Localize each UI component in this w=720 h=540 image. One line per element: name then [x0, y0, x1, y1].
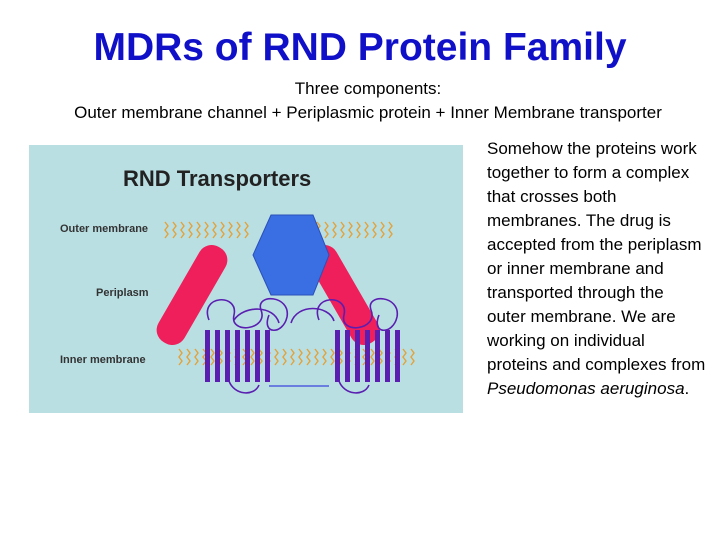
outer-membrane-label: Outer membrane	[60, 223, 148, 235]
lipid	[178, 348, 183, 366]
description-text: Somehow the proteins work together to fo…	[487, 137, 707, 401]
description-end: .	[684, 379, 690, 398]
lipid	[372, 221, 377, 239]
lipid	[236, 221, 241, 239]
transmembrane-helix	[265, 330, 270, 382]
transmembrane-helix	[205, 330, 210, 382]
lipid	[330, 348, 335, 366]
lipid	[364, 221, 369, 239]
lipid	[290, 348, 295, 366]
description-main: Somehow the proteins work together to fo…	[487, 139, 706, 374]
transmembrane-helix	[245, 330, 250, 382]
lipid	[370, 348, 375, 366]
subtitle-line-2: Outer membrane channel + Periplasmic pro…	[74, 103, 662, 122]
lipid	[380, 221, 385, 239]
periplasmic-protein-right	[308, 244, 380, 346]
transporter-loops-left	[206, 297, 288, 332]
lipid	[298, 348, 303, 366]
cytoplasmic-loop-left	[228, 380, 260, 394]
lipid	[204, 221, 209, 239]
lipid	[332, 221, 337, 239]
transmembrane-helix	[225, 330, 230, 382]
lipid	[356, 221, 361, 239]
outer-membrane-lipids	[164, 221, 393, 239]
subtitle-line-1: Three components:	[294, 79, 442, 98]
lipid	[244, 221, 249, 239]
transmembrane-helix	[365, 330, 370, 382]
lipid	[322, 348, 327, 366]
transmembrane-helix	[255, 330, 260, 382]
rnd-transporter-diagram: RND Transporters Outer membrane Periplas…	[29, 145, 463, 413]
lipid	[402, 348, 407, 366]
transmembrane-helix	[345, 330, 350, 382]
transporter-loops-centre	[233, 308, 280, 324]
periplasmic-protein-left	[156, 244, 228, 346]
transmembrane-helix	[215, 330, 220, 382]
outer-membrane-channel	[252, 214, 330, 296]
cytoplasmic-loop-right	[338, 380, 370, 394]
lipid	[194, 348, 199, 366]
species-name: Pseudomonas aeruginosa	[487, 379, 685, 398]
lipid	[306, 348, 311, 366]
transmembrane-helix	[355, 330, 360, 382]
lipid	[180, 221, 185, 239]
transmembrane-helix	[385, 330, 390, 382]
transmembrane-helix	[335, 330, 340, 382]
lipid	[164, 221, 169, 239]
lipid	[340, 221, 345, 239]
lipid	[186, 348, 191, 366]
transporter-loops-centre-2	[290, 307, 335, 324]
lipid	[324, 221, 329, 239]
lipid	[250, 348, 255, 366]
transmembrane-helix	[375, 330, 380, 382]
inner-membrane-label: Inner membrane	[60, 354, 146, 366]
transmembrane-helix	[395, 330, 400, 382]
lipid	[172, 221, 177, 239]
lipid	[188, 221, 193, 239]
transmembrane-helix	[235, 330, 240, 382]
inner-membrane-transporter	[205, 330, 400, 382]
transporter-loops-right	[316, 297, 398, 332]
diagram-heading: RND Transporters	[123, 166, 311, 191]
lipid	[212, 221, 217, 239]
lipid	[210, 348, 215, 366]
lipid	[410, 348, 415, 366]
lipid	[274, 348, 279, 366]
slide-title: MDRs of RND Protein Family	[93, 26, 627, 69]
lipid	[282, 348, 287, 366]
lipid	[228, 221, 233, 239]
periplasm-label: Periplasm	[96, 287, 149, 299]
lipid	[348, 221, 353, 239]
lipid	[314, 348, 319, 366]
lipid	[388, 221, 393, 239]
lipid	[220, 221, 225, 239]
lipid	[196, 221, 201, 239]
